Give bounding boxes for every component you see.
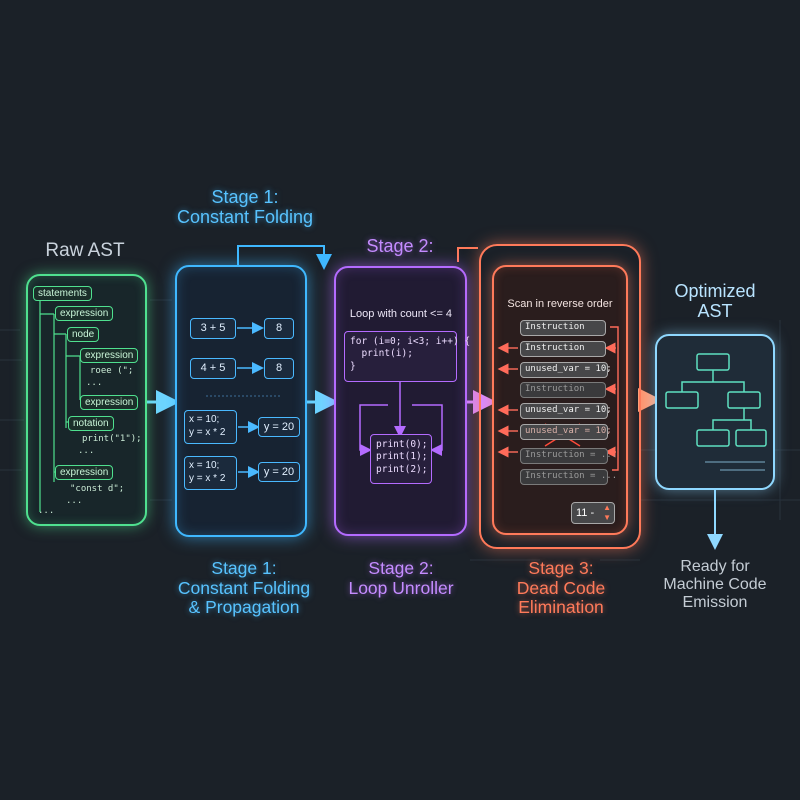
stage2-bottom-line2: Loop Unroller [348, 577, 454, 598]
stage3-instruction-item: unused_var = 10; [520, 403, 612, 419]
stage3-outer-frame [479, 244, 641, 549]
optimized-line1: Optimized [674, 281, 756, 301]
ast-code-1: roee ("; [90, 366, 134, 376]
ast-dots-4: ... [38, 506, 55, 516]
stage3-panel [492, 265, 628, 535]
stage1-bottom-line2: Constant Folding [177, 577, 311, 598]
stage3-instruction-item: Instruction [520, 382, 606, 398]
stage2-unrolled-code: print(0); print(1); print(2); [370, 434, 432, 484]
stage1-expr-2: 4 + 5 [190, 358, 236, 379]
ast-notation-node: notation [68, 416, 114, 431]
stage3-instruction-item: Instruction = ... [520, 448, 617, 464]
stage1-result-2: 8 [264, 358, 294, 379]
stage3-counter-value: 11 - [576, 507, 595, 519]
stage2-header: Loop with count <= 4 [349, 308, 453, 320]
stage1-expr-1: 3 + 5 [190, 318, 236, 339]
stage1-bottom-line1: Stage 1: [211, 558, 277, 578]
ast-dots-1: ... [86, 378, 103, 388]
ast-node-node: node [67, 327, 100, 342]
ast-expression-node-4: expression [55, 465, 114, 480]
stage1-result-3: y = 20 [258, 417, 300, 437]
raw-ast-label: Raw AST [45, 240, 125, 261]
stage1-expr-4: x = 10; y = x * 2 [184, 456, 237, 490]
stage1-top-line2: Constant Folding [176, 207, 314, 228]
stage1-result-4: y = 20 [258, 462, 300, 482]
stage2-top-label: Stage 2: [366, 236, 434, 256]
stage3-bottom-line1: Stage 3: [528, 558, 594, 578]
ast-expression-node: expression [55, 306, 114, 321]
stage3-instruction-item: unused_var = 10; [520, 362, 612, 378]
optimized-ast-label: Optimized AST [650, 281, 780, 321]
ready-label: Ready for Machine Code Emission [640, 558, 790, 612]
stage1-panel [175, 265, 307, 537]
stage3-instruction-item: Instruction [520, 341, 606, 357]
stage3-instruction-item: Instruction [520, 320, 606, 336]
stage1-result-1: 8 [264, 318, 294, 339]
ast-expression-node-2: expression [80, 348, 139, 363]
stage3-instruction-item: Instruction = ... [520, 469, 617, 485]
stage1-top-label: Stage 1: Constant Folding [160, 187, 330, 227]
stage3-bottom-line2: Dead Code [516, 577, 606, 598]
ast-code-3: "const d"; [70, 484, 125, 494]
ready-line3: Emission [682, 593, 748, 611]
stage2-bottom-line1: Stage 2: [368, 558, 434, 578]
stage3-bottom-label: Stage 3: Dead Code Elimination [492, 558, 630, 618]
optimized-ast-panel [655, 334, 775, 490]
ready-line1: Ready for [680, 558, 750, 575]
stage3-bottom-line3: Elimination [518, 597, 604, 618]
ast-expression-node-3: expression [80, 395, 139, 410]
ast-statements-node: statements [33, 286, 92, 301]
stage3-header: Scan in reverse order [507, 298, 613, 310]
stage1-bottom-label: Stage 1: Constant Folding & Propagation [160, 558, 328, 618]
stage3-counter[interactable]: 11 - ▲▼ [571, 502, 615, 524]
ast-dots-3: ... [66, 496, 83, 506]
optimized-line2: AST [697, 301, 733, 322]
ready-line2: Machine Code [663, 575, 767, 593]
ast-code-2: print("1"); [82, 434, 142, 444]
stage2-loop-code: for (i=0; i<3; i++) { print(i); } [344, 331, 470, 382]
stage2-bottom-label: Stage 2: Loop Unroller [332, 558, 470, 598]
stage1-bottom-line3: & Propagation [188, 597, 300, 618]
stepper-icon: ▲▼ [603, 503, 611, 522]
stage1-top-line1: Stage 1: [211, 187, 279, 207]
stage1-expr-3: x = 10; y = x * 2 [184, 410, 237, 444]
stage3-instruction-item: unused_var = 10; [520, 424, 612, 440]
ast-dots-2: ... [78, 446, 95, 456]
